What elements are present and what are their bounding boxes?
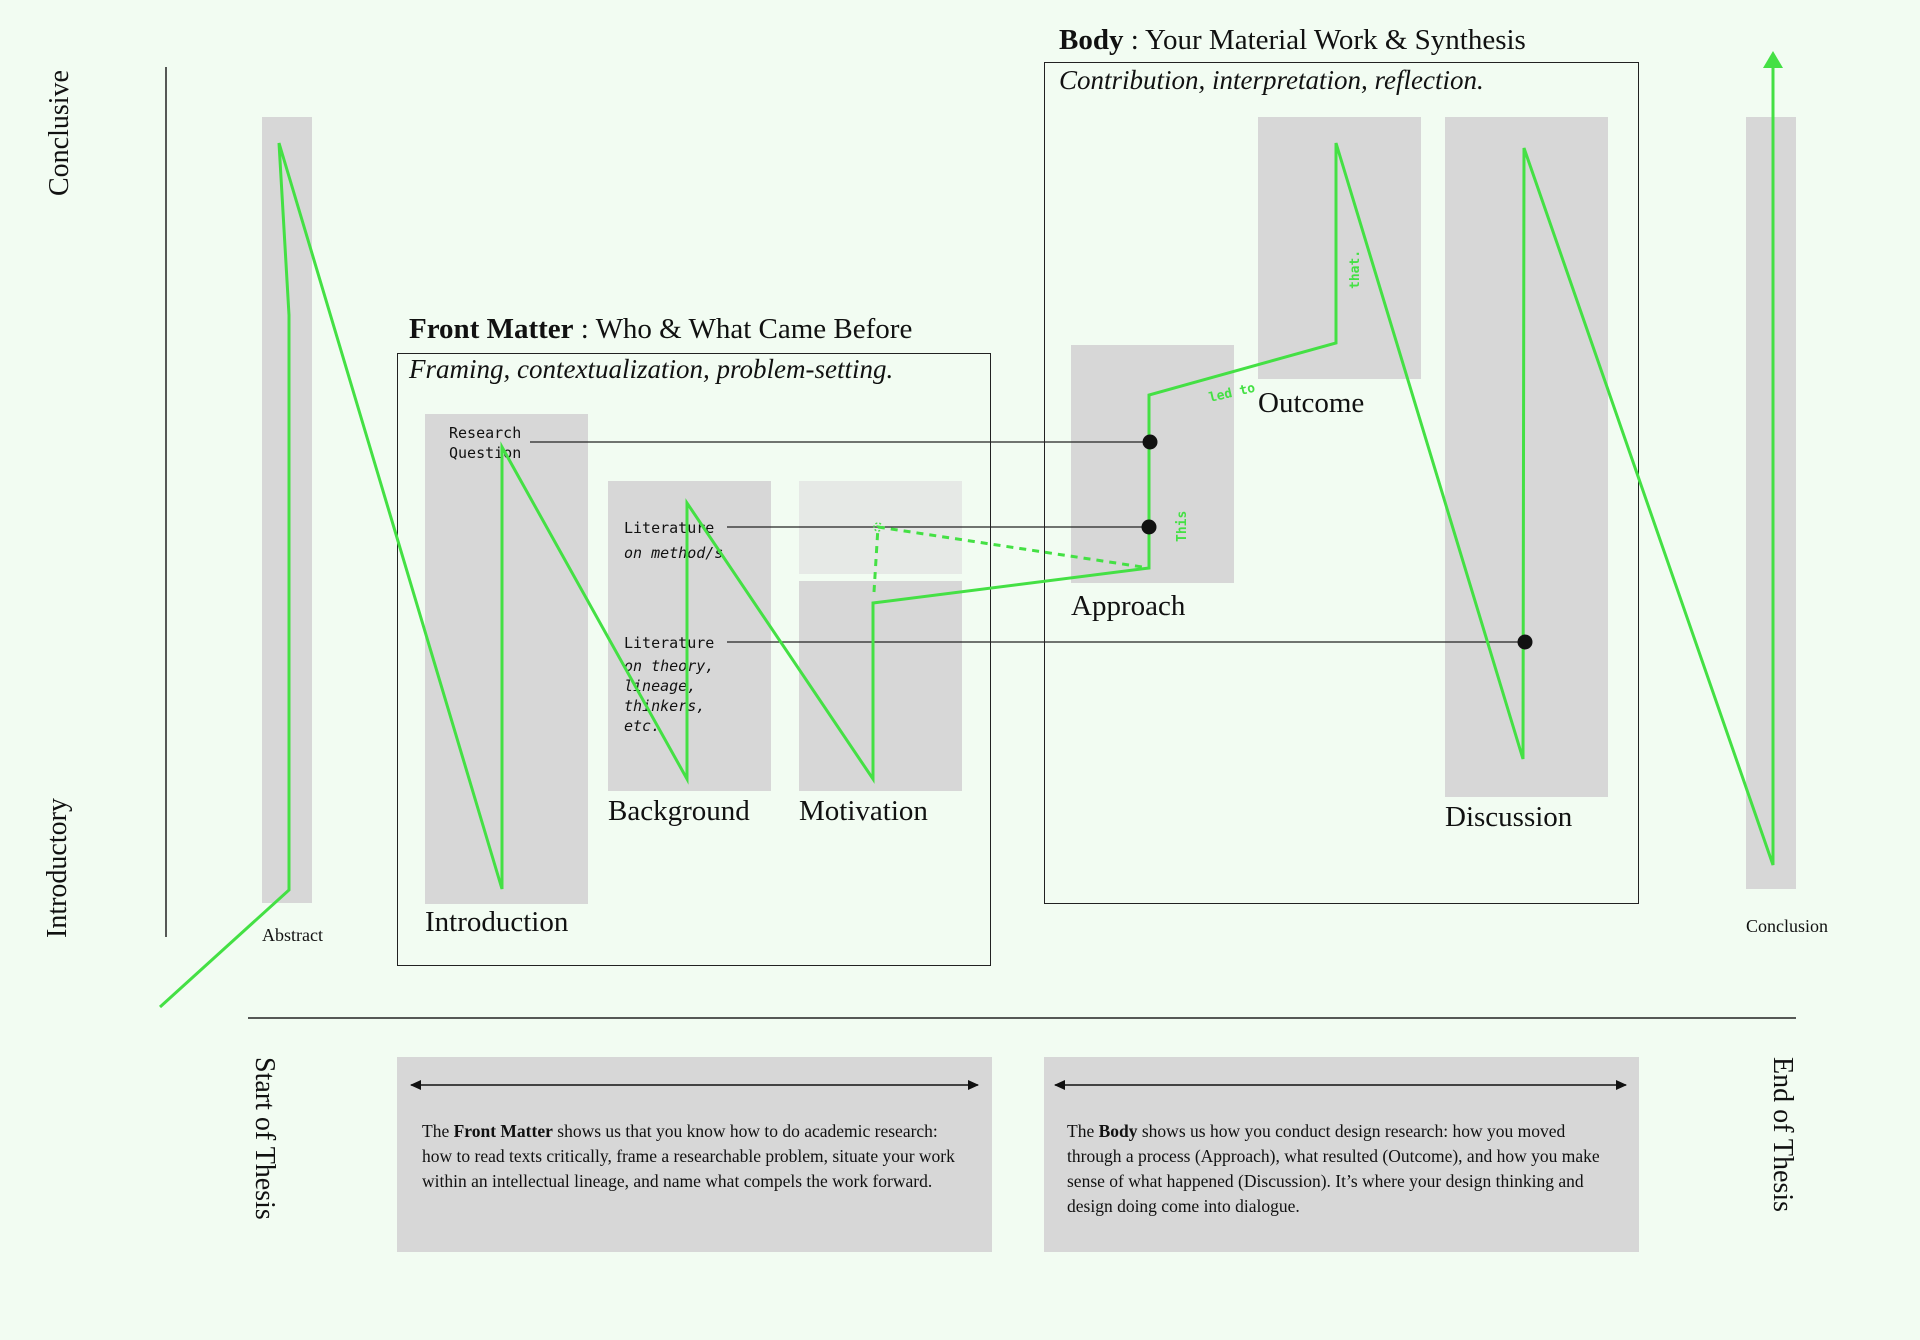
lit-method-title: Literature <box>624 519 715 537</box>
thesis-flow-path <box>158 64 1775 1009</box>
abstract-label: Abstract <box>262 925 323 945</box>
front-matter-frame <box>397 353 991 966</box>
front-desc-pre: The <box>422 1121 454 1141</box>
lit-theory-sub: on theory, lineage, thinkers, etc. <box>624 657 715 735</box>
front-matter-subtitle: Framing, contextualization, problem-sett… <box>409 354 894 384</box>
front-desc-bold: Front Matter <box>453 1121 553 1141</box>
front-matter-title: Front Matter : Who & What Came Before <box>409 313 912 346</box>
lit-method-dot <box>1141 519 1157 535</box>
body-desc-bold: Body <box>1098 1121 1138 1141</box>
body-desc-post: shows us how you conduct design research… <box>1067 1121 1600 1216</box>
abstract-block <box>262 117 312 903</box>
front-matter-title-bold: Front Matter <box>409 313 574 345</box>
body-title: Body : Your Material Work & Synthesis <box>1059 24 1526 57</box>
discussion-block <box>1445 117 1608 797</box>
motivation-block <box>799 581 962 791</box>
background-block <box>608 481 771 791</box>
flow-word-that: that. <box>1348 250 1363 289</box>
flow-arrow-head <box>1763 51 1783 68</box>
conclusion-block <box>1746 117 1796 889</box>
body-description: The Body shows us how you conduct design… <box>1067 1119 1619 1219</box>
body-title-rest: : Your Material Work & Synthesis <box>1123 24 1526 56</box>
body-desc-pre: The <box>1067 1121 1099 1141</box>
approach-block <box>1071 345 1234 583</box>
body-frame <box>1044 62 1639 904</box>
outcome-label: Outcome <box>1258 387 1365 419</box>
front-matter-title-rest: : Who & What Came Before <box>573 313 913 345</box>
motivation-label: Motivation <box>799 795 928 827</box>
approach-label: Approach <box>1071 590 1186 622</box>
method-dashed-path <box>872 525 1150 593</box>
background-label: Background <box>608 795 750 827</box>
conclusion-label: Conclusion <box>1746 916 1829 936</box>
front-desc-post: shows us that you know how to do academi… <box>422 1121 955 1191</box>
front-matter-description: The Front Matter shows us that you know … <box>422 1119 970 1194</box>
body-title-bold: Body <box>1059 24 1124 56</box>
lit-theory-dot <box>1517 634 1533 650</box>
discussion-label: Discussion <box>1445 801 1573 833</box>
body-subtitle: Contribution, interpretation, reflection… <box>1059 65 1484 95</box>
flow-word-this: This <box>1175 511 1190 542</box>
method-dashed-node <box>873 522 883 532</box>
lit-theory-title: Literature <box>624 634 715 652</box>
introduction-block <box>425 414 588 904</box>
introduction-label: Introduction <box>425 906 569 938</box>
rq-dot <box>1142 434 1158 450</box>
